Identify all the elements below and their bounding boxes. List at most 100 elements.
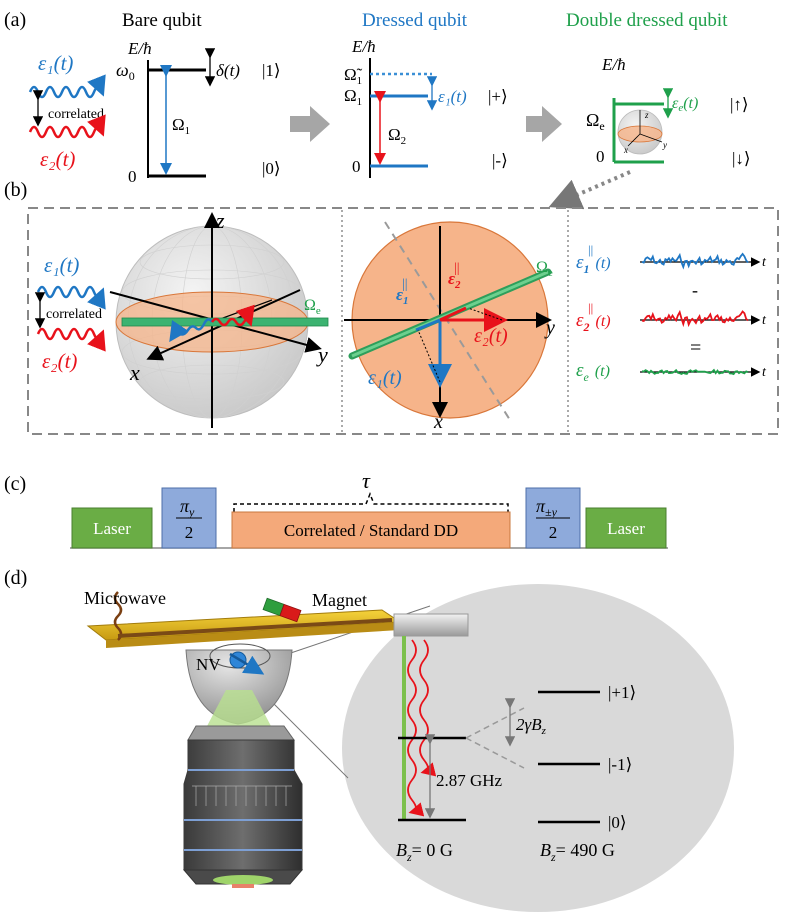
ket-zero: |0⟩ (608, 813, 627, 832)
panel-label-c: (c) (4, 473, 26, 495)
omega1-tilde: Ω̃1 (344, 65, 363, 87)
svg-text:x: x (623, 145, 628, 155)
mini-bloch-sphere: z x y (617, 109, 667, 155)
ket-down: |↓⟩ (732, 149, 751, 168)
ket-minus1: |-1⟩ (608, 755, 632, 774)
ket0-label: |0⟩ (262, 159, 281, 178)
bare-zero: 0 (128, 167, 137, 186)
equatorial-disc (344, 221, 552, 421)
dd-label: Correlated / Standard DD (284, 521, 458, 540)
bloch-x-label: x (129, 360, 140, 385)
trace1-line (641, 252, 749, 270)
correlated-label-a: correlated (48, 107, 104, 122)
dressed-zero: 0 (352, 157, 361, 176)
dressed-title: Dressed qubit (362, 10, 468, 31)
laser-label-left: Laser (93, 519, 131, 538)
eps2-par-sup: || (454, 261, 460, 276)
trace2-sup: || (588, 300, 593, 315)
pi-pm-num: π±y (536, 496, 558, 519)
double-energy-axis: E/ħ (601, 55, 626, 74)
slide-edge (106, 622, 400, 648)
emission-wave-2 (419, 639, 437, 777)
ket-plus1: |+1⟩ (608, 683, 636, 702)
nv-label: NV (196, 655, 221, 674)
objective-top (187, 725, 295, 741)
bare-title: Bare qubit (122, 10, 202, 31)
objective-lens-glow (213, 875, 273, 885)
double-title: Double dressed qubit (566, 10, 728, 31)
bloch-y-label: y (316, 342, 328, 367)
omega-e-double: Ωe (586, 110, 605, 133)
trace1-t: t (762, 255, 767, 270)
trace-equals: = (690, 337, 701, 359)
disc-x-label: x (433, 411, 443, 433)
b-noise2-wave (36, 327, 106, 352)
disc-eps1-label: ε₁(t) (368, 367, 402, 389)
panel-b-frame (27, 207, 779, 435)
bloch-sphere (109, 212, 329, 428)
excitation-bar (393, 613, 469, 637)
panel-label-b: (b) (4, 179, 27, 201)
bloch-z-label: z (215, 208, 225, 233)
laser-pulse-left (71, 507, 153, 549)
svg-text:z: z (644, 110, 649, 120)
magnet-label: Magnet (312, 590, 367, 610)
magnet (262, 597, 302, 623)
zoom-connector (548, 170, 631, 210)
dressed-energy-axis: E/ħ (351, 37, 376, 56)
zoom-oval (342, 584, 734, 912)
nv-spin-arrow (229, 652, 265, 675)
bz0-label: Bz= 0 G (396, 840, 453, 864)
dd-block (231, 511, 511, 549)
flow-arrow-1 (290, 106, 330, 142)
flow-arrow-2 (526, 106, 562, 142)
trace-e-t: t (762, 365, 767, 380)
bloch-omega-e: Ωe (304, 297, 321, 317)
omega1-label-bare: Ω1 (172, 115, 190, 137)
panel-label-a: (a) (4, 9, 26, 31)
objective-knurl (192, 785, 292, 806)
trace1-label: ε1(t) (576, 252, 611, 276)
laser-label-right: Laser (607, 519, 645, 538)
objective-mark (232, 884, 254, 888)
omega0-label: ω0 (116, 60, 135, 83)
noise1-wave (28, 74, 106, 99)
trace2-label: ε2(t) (576, 310, 611, 334)
pi-y-num: πy (180, 496, 195, 519)
tau-bracket (233, 491, 509, 512)
b-noise2-label: ε₂(t) (42, 349, 77, 373)
bz490-label: Bz= 490 G (540, 840, 615, 864)
bare-energy-axis: E/ħ (127, 39, 152, 58)
eps1-parallel: ε1 (396, 285, 408, 307)
double-zero: 0 (596, 147, 605, 166)
eps1-shift-label: ε₁(t) (438, 87, 467, 106)
eps-e-label: εe(t) (672, 95, 698, 114)
microwave-label: Microwave (84, 588, 166, 608)
split-dash-down (465, 737, 525, 769)
eps2-parallel: ε2 (448, 269, 461, 291)
disc-omega-e: Ωe (536, 259, 553, 279)
zeeman-label: 2γBz (516, 715, 547, 737)
zfs-label: 2.87 GHz (436, 771, 503, 790)
pi-y-den: 2 (185, 523, 194, 542)
laser-pulse-right (585, 507, 667, 549)
laser-cone (206, 690, 272, 728)
ket-plus: |+⟩ (488, 87, 508, 106)
b-correlated-label: correlated (46, 307, 102, 322)
noise2-wave (28, 114, 106, 139)
tau-label: τ (362, 468, 371, 493)
trace1-sup: || (588, 242, 593, 257)
b-noise1-label: ε₁(t) (44, 253, 79, 277)
b-noise1-wave (36, 285, 106, 310)
eps1-par-sup: || (402, 277, 408, 292)
trace-e-line (641, 368, 749, 376)
omega2-label: Ω2 (388, 125, 406, 147)
trace2-t: t (762, 313, 767, 328)
noise2-label: ε₂(t) (40, 147, 75, 171)
noise1-label: ε₁(t) (38, 51, 73, 75)
trace-minus: - (692, 280, 698, 300)
trace2-line (641, 309, 749, 328)
ket-minus: |-⟩ (492, 151, 508, 170)
disc-eps2-label: ε₂(t) (474, 325, 508, 347)
